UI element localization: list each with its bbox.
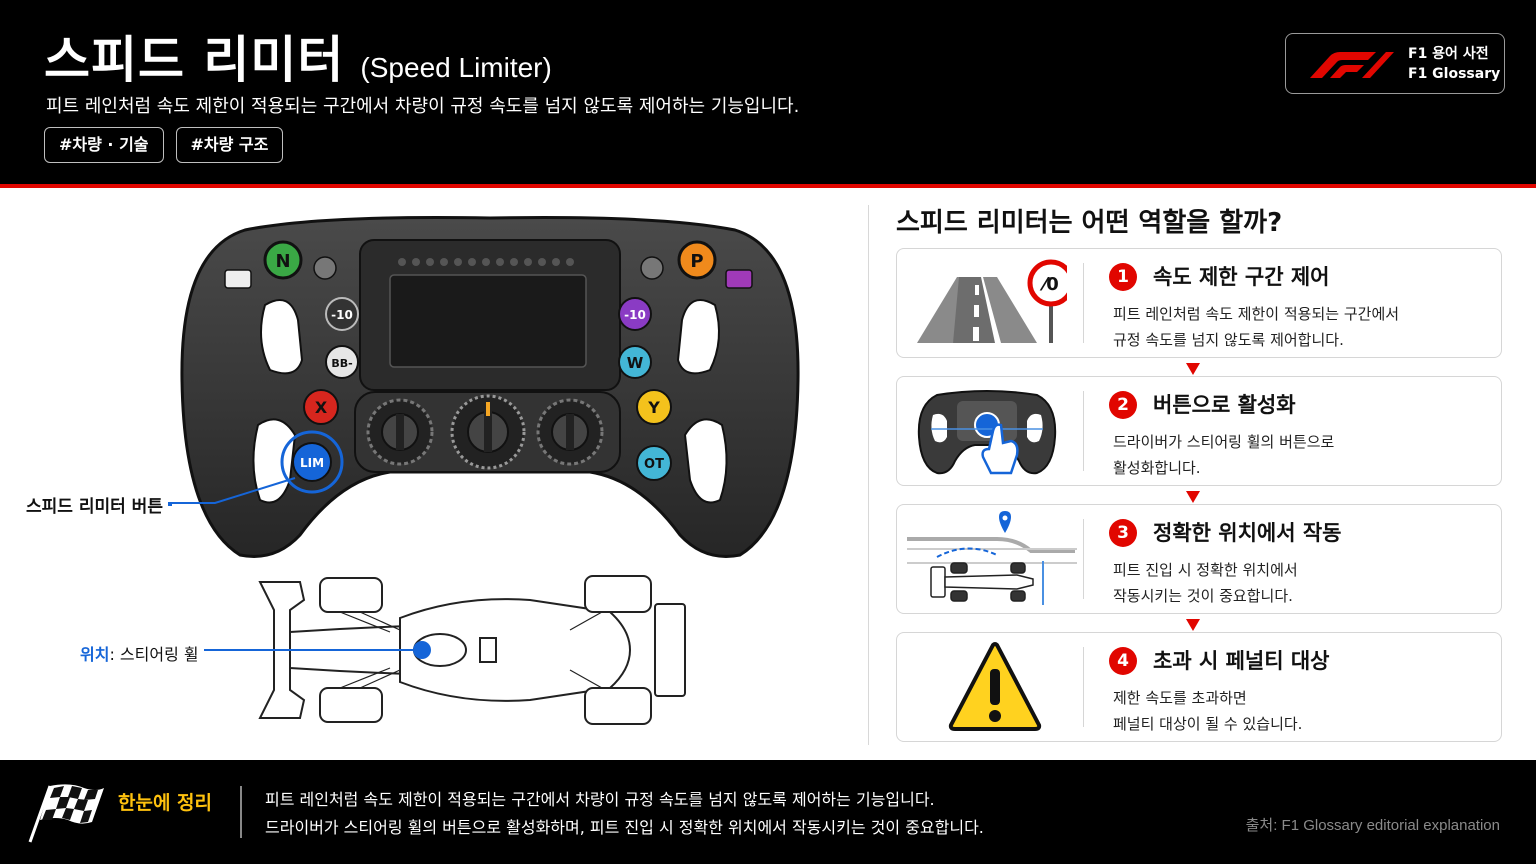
summary-line-1: 피트 레인처럼 속도 제한이 적용되는 구간에서 차량이 규정 속도를 넘지 않… [265,790,935,809]
logo-text-korean: F1 용어 사전 [1408,46,1489,62]
f1-glossary-logo: F1 용어 사전 F1 Glossary [1285,33,1505,94]
role-card-1: ⁄0 1 속도 제한 구간 제어 피트 레인처럼 속도 제한이 적용되는 구간에… [896,248,1502,358]
card-number: 4 [1109,647,1137,675]
card-description-line: 페널티 대상이 될 수 있습니다. [1113,715,1303,733]
button-y[interactable]: Y [636,389,672,425]
card-title: 버튼으로 활성화 [1153,393,1296,417]
role-section-title: 스피드 리미터는 어떤 역할을 할까? [896,208,1283,238]
summary-footer [0,760,1536,864]
svg-text:W: W [627,354,644,372]
title-block: 스피드 리미터 (Speed Limiter) [44,20,552,92]
card-separator [1083,391,1084,471]
pit-entry-location-icon [907,511,1077,605]
svg-text:⁄0: ⁄0 [1039,274,1059,295]
callout-line-end [168,502,172,506]
button-lim[interactable]: LIM [280,430,344,494]
card-separator [1083,263,1084,343]
road-speed-sign-icon: ⁄0 [917,259,1067,343]
role-card-3: 3 정확한 위치에서 작동 피트 진입 시 정확한 위치에서 작동시키는 것이 … [896,504,1502,614]
position-value: : 스티어링 휠 [109,645,199,664]
role-card-2: 2 버튼으로 활성화 드라이버가 스티어링 휠의 버튼으로 활성화합니다. [896,376,1502,486]
callout-line [170,477,296,504]
card-description-line: 제한 속도를 초과하면 [1113,689,1247,707]
summary-text: 피트 레인처럼 속도 제한이 적용되는 구간에서 차량이 규정 속도를 넘지 않… [265,786,984,842]
warning-icon [948,642,1042,731]
steering-wheel-illustration: N P -10 -10 BB- W X Y LIM OT [170,216,800,558]
svg-text:-10: -10 [624,308,646,322]
svg-text:X: X [315,398,328,417]
f1-logo-icon [1310,52,1394,78]
header-red-divider [0,184,1536,188]
arrow-down-icon [1186,363,1200,375]
button-minus10-left[interactable]: -10 [325,297,359,331]
button-n[interactable]: N [263,240,303,280]
card-number: 2 [1109,391,1137,419]
arrow-down-icon [1186,619,1200,631]
steering-wheel-position-marker [413,641,431,659]
button-ot[interactable]: OT [636,445,672,481]
position-key: 위치 [80,645,110,664]
card-description-line: 작동시키는 것이 중요합니다. [1113,587,1293,605]
page-title: 스피드 리미터 [44,31,345,89]
page-title-english: (Speed Limiter) [360,52,552,83]
card-description: 피트 레인처럼 속도 제한이 적용되는 구간에서 규정 속도를 넘지 않도록 제… [1113,301,1399,353]
left-toggle-switch[interactable] [224,269,252,289]
svg-text:N: N [275,251,290,272]
svg-text:BB-: BB- [331,357,352,370]
summary-title: 한눈에 정리 [118,792,213,814]
rotary-dial-left[interactable] [366,398,434,466]
button-bb[interactable]: BB- [325,345,359,379]
position-line-start [204,649,234,651]
f1-car-top-view [230,575,686,725]
card-number: 1 [1109,263,1137,291]
logo-text-english: F1 Glossary [1408,66,1501,82]
tag-vehicle-structure[interactable]: #차량 구조 [175,127,284,163]
tag-vehicle-tech[interactable]: #차량 · 기술 [44,127,164,163]
card-description-line: 규정 속도를 넘지 않도록 제어합니다. [1113,331,1344,349]
svg-text:LIM: LIM [300,456,324,470]
card-number: 3 [1109,519,1137,547]
page-subtitle: 피트 레인처럼 속도 제한이 적용되는 구간에서 차량이 규정 속도를 넘지 않… [46,96,800,117]
rotary-dial-center[interactable] [450,394,526,470]
button-x[interactable]: X [303,389,339,425]
header-bar [0,0,1536,184]
summary-line-2: 드라이버가 스티어링 휠의 버튼으로 활성화하며, 피트 진입 시 정확한 위치… [265,818,984,837]
card-title: 정확한 위치에서 작동 [1153,521,1342,545]
card-description-line: 피트 진입 시 정확한 위치에서 [1113,561,1298,579]
button-minus10-right[interactable]: -10 [618,297,652,331]
steering-wheel-press-icon [917,390,1057,475]
summary-separator [240,786,242,838]
card-separator [1083,647,1084,727]
right-toggle-switch[interactable] [725,269,753,289]
card-separator [1083,519,1084,599]
button-p[interactable]: P [677,240,717,280]
checkered-flag-icon [28,784,104,843]
svg-text:-10: -10 [331,308,353,322]
card-title: 초과 시 페널티 대상 [1153,649,1330,673]
card-description-line: 드라이버가 스티어링 휠의 버튼으로 [1113,433,1335,451]
shift-lights [398,258,574,266]
role-card-4: 4 초과 시 페널티 대상 제한 속도를 초과하면 페널티 대상이 될 수 있습… [896,632,1502,742]
card-description: 제한 속도를 초과하면 페널티 대상이 될 수 있습니다. [1113,685,1302,737]
card-title: 속도 제한 구간 제어 [1153,265,1330,289]
source-credit: 출처: F1 Glossary editorial explanation [1245,817,1500,834]
speed-limiter-button-label: 스피드 리미터 버튼 [26,497,163,517]
position-label: 위치: 스티어링 휠 [80,641,199,665]
tag-list: #차량 · 기술 #차량 구조 [44,127,284,163]
svg-text:P: P [690,251,703,272]
arrow-down-icon [1186,491,1200,503]
card-description-line: 피트 레인처럼 속도 제한이 적용되는 구간에서 [1113,305,1400,323]
button-w[interactable]: W [618,345,652,379]
panel-divider [868,205,869,745]
card-description: 드라이버가 스티어링 휠의 버튼으로 활성화합니다. [1113,429,1334,481]
card-description: 피트 진입 시 정확한 위치에서 작동시키는 것이 중요합니다. [1113,557,1298,609]
svg-text:Y: Y [647,398,660,417]
card-description-line: 활성화합니다. [1113,459,1201,477]
logo-text: F1 용어 사전 F1 Glossary [1408,44,1500,84]
svg-text:OT: OT [644,457,664,472]
rotary-dial-right[interactable] [536,398,604,466]
